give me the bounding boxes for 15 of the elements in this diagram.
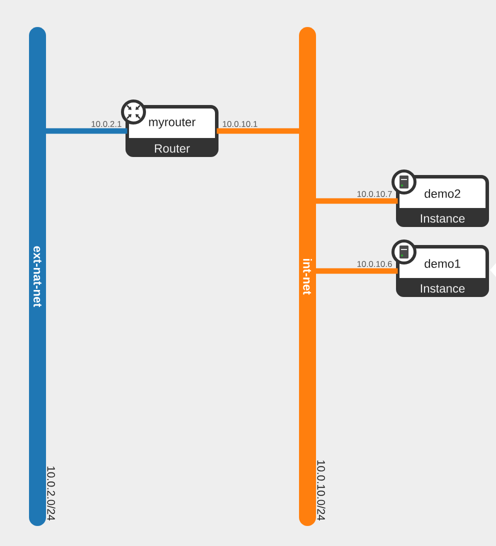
ip-address-label: 10.0.10.7 xyxy=(356,190,394,198)
connector-line xyxy=(216,128,299,134)
network-bar: int-net xyxy=(299,27,316,526)
ip-address-label: 10.0.10.1 xyxy=(221,120,258,128)
connector-line xyxy=(316,268,398,274)
ip-address-label: 10.0.2.1 xyxy=(90,120,123,128)
subnet-label: 10.0.2.0/24 xyxy=(47,466,56,520)
instance-box: demo1 Instance xyxy=(396,245,489,297)
router-box: myrouter Router xyxy=(126,105,218,157)
network-bar: ext-nat-net xyxy=(29,27,46,526)
subnet-label: 10.0.10.0/24 xyxy=(317,460,326,520)
ip-address-label: 10.0.10.6 xyxy=(356,260,394,268)
connector-line xyxy=(316,198,398,204)
connector-line xyxy=(46,128,128,134)
instance-box: demo2 Instance xyxy=(396,175,489,227)
